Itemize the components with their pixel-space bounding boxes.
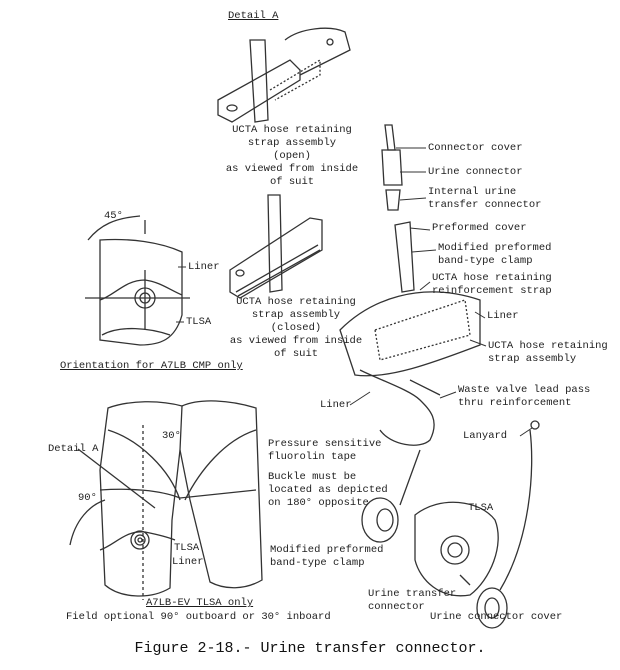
preformed-cover-label: Preformed cover	[432, 222, 527, 234]
caption-line: of suit	[273, 348, 319, 360]
closed-strap-caption: UCTA hose retaining strap assembly (clos…	[230, 296, 362, 361]
orientation-title: Orientation for A7LB CMP only	[60, 360, 243, 372]
connector-cover-2-label: Urine connector cover	[430, 611, 563, 623]
modified-clamp-2-label: Modified preformed band-type clamp	[270, 544, 384, 569]
tlsa-right-label: TLSA	[468, 502, 494, 514]
internal-connector-label: Internal urine transfer connector	[428, 186, 542, 211]
connector-cover-label: Connector cover	[428, 142, 523, 154]
reinforcement-strap-label: UCTA hose retaining reinforcement strap	[432, 272, 552, 297]
figure-caption: Figure 2-18.- Urine transfer connector.	[134, 640, 486, 657]
modified-clamp-label: Modified preformed band-type clamp	[438, 242, 552, 267]
tlsa-label: TLSA	[186, 316, 212, 328]
ev-tlsa-label: TLSA	[174, 542, 200, 554]
caption-line: UCTA hose retaining	[232, 124, 352, 136]
detail-a-title: Detail A	[228, 10, 279, 22]
caption-line: UCTA hose retaining	[236, 296, 356, 308]
leader-lines	[176, 147, 533, 437]
open-strap-caption: UCTA hose retaining strap assembly (open…	[226, 124, 358, 189]
caption-line: strap assembly	[247, 137, 337, 149]
ev-liner-label: Liner	[172, 556, 204, 568]
ev-title: A7LB-EV TLSA only	[146, 597, 254, 609]
strap-assembly-label: UCTA hose retaining strap assembly	[488, 340, 608, 365]
angle-30-label: 30°	[162, 430, 181, 442]
angle-90-label: 90°	[78, 492, 97, 504]
transfer-connector-label: Urine transfer connector	[368, 588, 457, 613]
caption-line: (open)	[273, 150, 311, 162]
open-strap-drawing	[217, 27, 351, 123]
tape-label: Pressure sensitive fluorolin tape	[268, 438, 382, 463]
buckle-label: Buckle must be located as depicted on 18…	[268, 471, 388, 509]
connector-stack-drawing	[339, 124, 540, 629]
waste-valve-label: Waste valve lead pass thru reinforcement	[458, 384, 591, 409]
caption-line: as viewed from inside	[229, 335, 363, 347]
detail-a-label: Detail A	[48, 443, 99, 455]
closed-strap-drawing	[229, 194, 323, 299]
caption-line: as viewed from inside	[225, 163, 359, 175]
liner-right-label: Liner	[487, 310, 519, 322]
angle-45-label: 45°	[104, 210, 123, 222]
liner-mid-label: Liner	[320, 399, 352, 411]
urine-connector-label: Urine connector	[428, 166, 523, 178]
ev-suit-drawing	[69, 400, 263, 600]
lanyard-label: Lanyard	[463, 430, 508, 442]
caption-line: (closed)	[270, 322, 322, 334]
caption-line: strap assembly	[251, 309, 341, 321]
caption-line: of suit	[269, 176, 315, 188]
ev-note: Field optional 90° outboard or 30° inboa…	[66, 611, 331, 623]
orientation-drawing	[85, 215, 190, 346]
liner-label: Liner	[188, 261, 220, 273]
